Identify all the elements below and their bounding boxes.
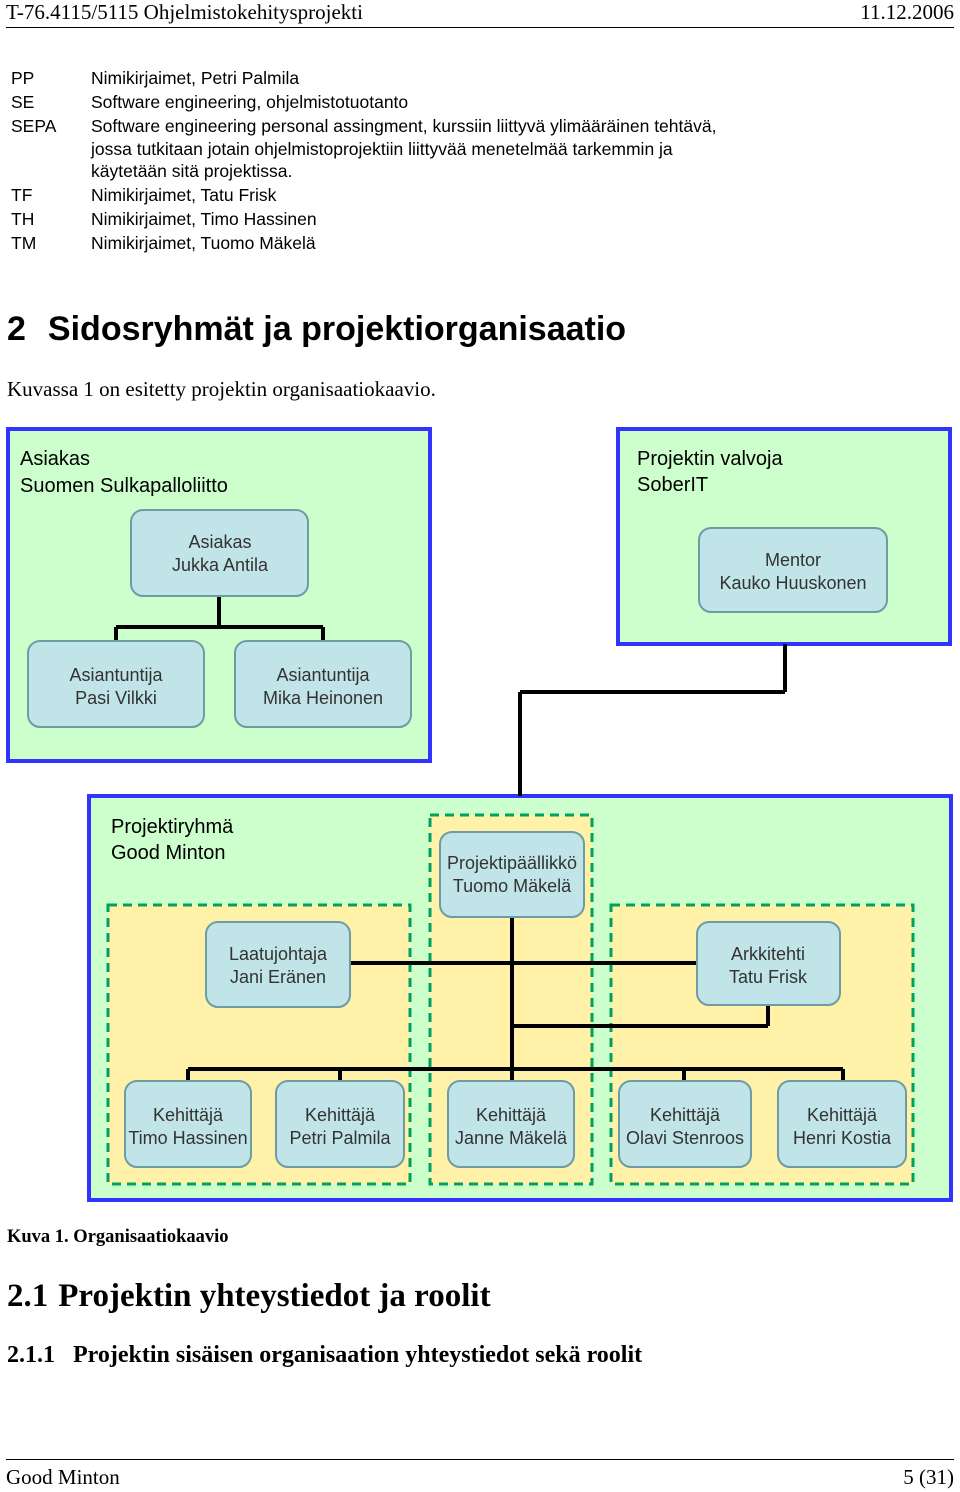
abbreviation-value: Nimikirjaimet, Petri Palmila — [91, 68, 300, 88]
subsection-number: 2.1 — [7, 1278, 49, 1314]
node-developer-2: Kehittäjä Petri Palmila — [275, 1080, 405, 1168]
organization-chart: Asiakas Suomen Sulkapalloliitto Projekti… — [6, 427, 953, 1202]
node-role: Kehittäjä — [650, 1105, 721, 1125]
node-box — [130, 509, 309, 597]
node-developer-5: Kehittäjä Henri Kostia — [777, 1080, 907, 1168]
abbreviation-key: SEPA — [11, 116, 57, 136]
node-role: Projektipäällikkö — [447, 853, 577, 873]
abbreviation-key: TF — [11, 184, 33, 205]
supervisor-group-org: SoberIT — [637, 474, 708, 496]
header-date: 11.12.2006 — [860, 0, 954, 24]
node-box — [205, 921, 351, 1008]
node-box — [447, 1080, 575, 1168]
abbreviation-value: Software engineering, ohjelmistotuotanto — [91, 92, 409, 112]
client-group-label: Asiakas — [20, 448, 90, 470]
abbreviation-value: Nimikirjaimet, Timo Hassinen — [91, 208, 317, 229]
node-role: Kehittäjä — [305, 1105, 376, 1125]
node-person: Pasi Vilkki — [75, 688, 157, 708]
abbreviation-row: TM Nimikirjaimet, Tuomo Mäkelä — [11, 231, 731, 255]
header-course: T-76.4115/5115 Ohjelmistokehitysprojekti — [6, 0, 363, 24]
abbreviation-row: PP Nimikirjaimet, Petri Palmila — [11, 66, 731, 90]
node-box — [696, 921, 841, 1006]
team-group-label: Projektiryhmä — [111, 816, 234, 838]
section-title: Sidosryhmät ja projektiorganisaatio — [47, 310, 627, 348]
page-header: T-76.4115/5115 Ohjelmistokehitysprojekti… — [6, 0, 954, 28]
abbreviation-list: PP Nimikirjaimet, Petri Palmila SE Softwar… — [11, 66, 731, 255]
subsubsection-heading: 2.1.1 Projektin sisäisen organisaation yh… — [7, 1342, 642, 1369]
node-box — [439, 831, 585, 918]
node-box — [124, 1080, 252, 1168]
abbreviation-row: SE Software engineering, ohjelmistotuotan… — [11, 90, 731, 114]
figure-caption: Kuva 1. Organisaatiokaavio — [7, 1227, 229, 1247]
node-box — [275, 1080, 405, 1168]
node-person: Tuomo Mäkelä — [453, 876, 572, 896]
node-person: Janne Mäkelä — [455, 1128, 568, 1148]
subsubsection-number: 2.1.1 — [7, 1342, 55, 1368]
node-person: Jani Eränen — [230, 967, 326, 987]
node-box — [777, 1080, 907, 1168]
node-role: Asiakas — [188, 532, 251, 552]
page-footer: Good Minton 5 (31) — [6, 1459, 954, 1490]
node-box — [618, 1080, 752, 1168]
node-developer-1: Kehittäjä Timo Hassinen — [124, 1080, 252, 1168]
node-role: Asiantuntija — [69, 665, 163, 685]
abbreviation-row: TF Nimikirjaimet, Tatu Frisk — [11, 183, 731, 207]
node-person: Kauko Huuskonen — [719, 573, 866, 593]
node-box — [234, 640, 412, 728]
node-box — [27, 640, 205, 728]
node-role: Kehittäjä — [807, 1105, 878, 1125]
node-person: Tatu Frisk — [729, 967, 808, 987]
node-role: Kehittäjä — [153, 1105, 224, 1125]
section-number: 2 — [7, 310, 26, 348]
node-person: Olavi Stenroos — [626, 1128, 744, 1148]
intro-paragraph: Kuvassa 1 on esitetty projektin organisa… — [7, 377, 436, 401]
node-architect: Arkkitehti Tatu Frisk — [696, 921, 841, 1006]
abbreviation-key: TM — [11, 232, 37, 253]
node-person: Petri Palmila — [289, 1128, 391, 1148]
node-project-manager: Projektipäällikkö Tuomo Mäkelä — [439, 831, 585, 918]
node-quality-manager: Laatujohtaja Jani Eränen — [205, 921, 351, 1008]
node-person: Timo Hassinen — [128, 1128, 247, 1148]
node-person: Mika Heinonen — [263, 688, 383, 708]
client-group-org: Suomen Sulkapalloliitto — [20, 475, 228, 497]
node-role: Mentor — [765, 550, 821, 570]
team-group-org: Good Minton — [111, 842, 226, 864]
subsubsection-title: Projektin sisäisen organisaation yhteyst… — [73, 1342, 643, 1368]
node-role: Laatujohtaja — [229, 944, 328, 964]
footer-team: Good Minton — [6, 1465, 120, 1489]
node-person: Jukka Antila — [172, 555, 269, 575]
subsection-title: Projektin yhteystiedot ja roolit — [58, 1278, 491, 1314]
node-person: Henri Kostia — [793, 1128, 892, 1148]
abbreviation-row: SEPA Software engineering personal assing… — [11, 114, 731, 183]
node-box — [698, 527, 888, 613]
abbreviation-value: Nimikirjaimet, Tuomo Mäkelä — [91, 232, 316, 253]
supervisor-group-label: Projektin valvoja — [637, 448, 784, 470]
node-expert-1: Asiantuntija Pasi Vilkki — [27, 640, 205, 728]
abbreviation-key: SE — [11, 92, 35, 112]
abbreviation-value: Software engineering personal assingment… — [91, 116, 717, 181]
abbreviation-value: Nimikirjaimet, Tatu Frisk — [91, 184, 277, 205]
abbreviation-row: TH Nimikirjaimet, Timo Hassinen — [11, 207, 731, 231]
node-role: Kehittäjä — [476, 1105, 547, 1125]
abbreviation-key: TH — [11, 208, 35, 229]
connector-lines — [114, 596, 845, 1081]
node-developer-3: Kehittäjä Janne Mäkelä — [447, 1080, 575, 1168]
node-role: Arkkitehti — [731, 944, 805, 964]
node-mentor: Mentor Kauko Huuskonen — [698, 527, 888, 613]
node-expert-2: Asiantuntija Mika Heinonen — [234, 640, 412, 728]
node-role: Asiantuntija — [276, 665, 370, 685]
node-developer-4: Kehittäjä Olavi Stenroos — [618, 1080, 752, 1168]
node-client-rep: Asiakas Jukka Antila — [130, 509, 309, 597]
page-number: 5 (31) — [903, 1465, 954, 1489]
section-heading: 2 Sidosryhmät ja projektiorganisaatio — [7, 310, 626, 349]
abbreviation-key: PP — [11, 68, 35, 88]
